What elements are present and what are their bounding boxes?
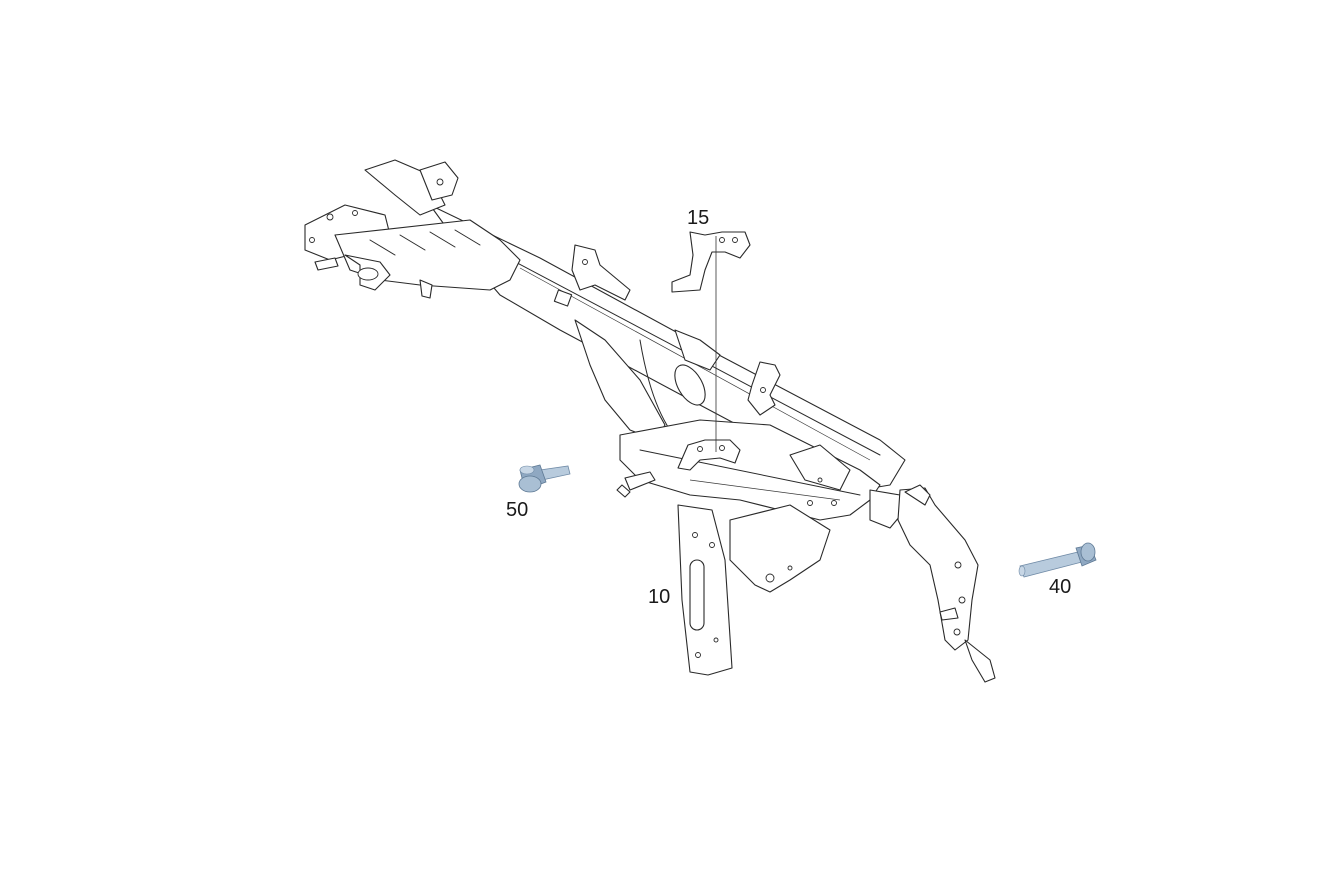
center-gusset (574, 319, 721, 441)
lower-vertical-leg (677, 504, 733, 676)
upper-mid-bracket (553, 244, 631, 307)
callout-40: 40 (1049, 576, 1072, 598)
right-end-bracket (869, 484, 996, 683)
right-upper-bracket (747, 361, 781, 416)
center-crossmember (616, 419, 881, 521)
callout-10: 10 (648, 586, 671, 608)
callout-50: 50 (506, 499, 529, 521)
bolt-40 (1018, 542, 1097, 578)
cross-car-beam (429, 204, 906, 491)
callout-15: 15 (687, 207, 710, 229)
lower-rear-box (729, 504, 831, 593)
left-end-bracket (304, 159, 521, 299)
bolt-50 (518, 464, 571, 493)
bracket-15 (671, 231, 751, 293)
bracket-15-mounted (677, 439, 741, 471)
